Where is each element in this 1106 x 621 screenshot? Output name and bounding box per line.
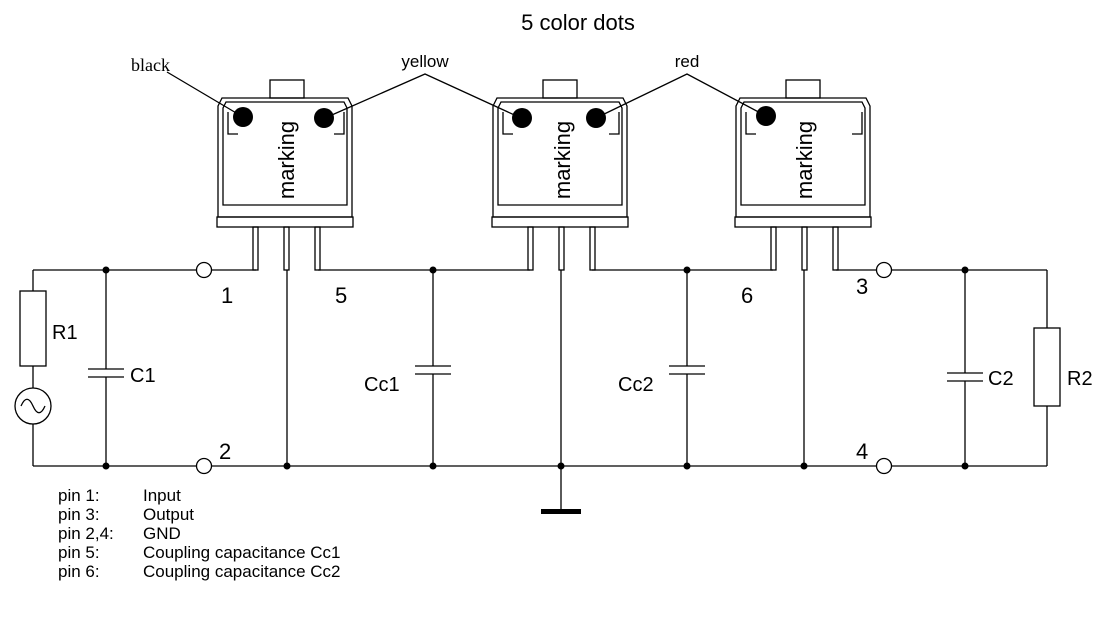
- yellow-dot-2: [512, 108, 532, 128]
- wires: [32, 269, 1048, 514]
- legend-desc: Output: [143, 505, 195, 524]
- diagram-title: 5 color dots: [521, 10, 635, 35]
- terminals: [195, 261, 893, 475]
- pin-label-3: 3: [856, 274, 868, 299]
- label-r1: R1: [52, 322, 78, 344]
- legend-desc: Input: [143, 486, 181, 505]
- label-red: red: [675, 52, 700, 71]
- resistor-r1: [19, 290, 47, 367]
- legend-row: pin 3: Output: [58, 505, 341, 524]
- legend-row: pin 6: Coupling capacitance Cc2: [58, 562, 341, 581]
- legend-pin: pin 5:: [58, 543, 100, 562]
- label-cc2: Cc2: [618, 374, 654, 396]
- legend-pin: pin 3:: [58, 505, 100, 524]
- label-c2: C2: [988, 368, 1014, 390]
- legend-pin: pin 6:: [58, 562, 100, 581]
- pin-label-4: 4: [856, 439, 868, 464]
- yellow-dot-1: [314, 108, 334, 128]
- legend-desc: GND: [143, 524, 181, 543]
- marking-label-1: marking: [274, 121, 299, 199]
- legend-pin: pin 1:: [58, 486, 100, 505]
- label-yellow: yellow: [401, 52, 449, 71]
- pin-label-1: 1: [221, 283, 233, 308]
- red-dot-1: [586, 108, 606, 128]
- pin-legend: pin 1: Input pin 3: Output pin 2,4: GND …: [58, 486, 341, 581]
- black-dot: [233, 107, 253, 127]
- legend-row: pin 2,4: GND: [58, 524, 341, 543]
- leader-lines: [166, 71, 767, 119]
- label-black: black: [131, 55, 170, 75]
- red-dot-2: [756, 106, 776, 126]
- filter-component-3: marking: [734, 79, 872, 271]
- marking-label-3: marking: [792, 121, 817, 199]
- label-c1: C1: [130, 365, 156, 387]
- pin-label-2: 2: [219, 439, 231, 464]
- legend-row: pin 1: Input: [58, 486, 341, 505]
- legend-pin: pin 2,4:: [58, 524, 114, 543]
- label-r2: R2: [1067, 368, 1093, 390]
- junctions: [102, 266, 969, 470]
- pin-label-6: 6: [741, 283, 753, 308]
- ac-source-icon: [14, 387, 52, 425]
- filter-component-2: marking: [491, 79, 629, 271]
- resistor-r2: [1033, 327, 1061, 407]
- legend-row: pin 5: Coupling capacitance Cc1: [58, 543, 341, 562]
- marking-label-2: marking: [550, 121, 575, 199]
- filter-component-1: marking: [216, 79, 354, 271]
- legend-desc: Coupling capacitance Cc1: [143, 543, 341, 562]
- pin-label-5: 5: [335, 283, 347, 308]
- label-cc1: Cc1: [364, 374, 400, 396]
- legend-desc: Coupling capacitance Cc2: [143, 562, 341, 581]
